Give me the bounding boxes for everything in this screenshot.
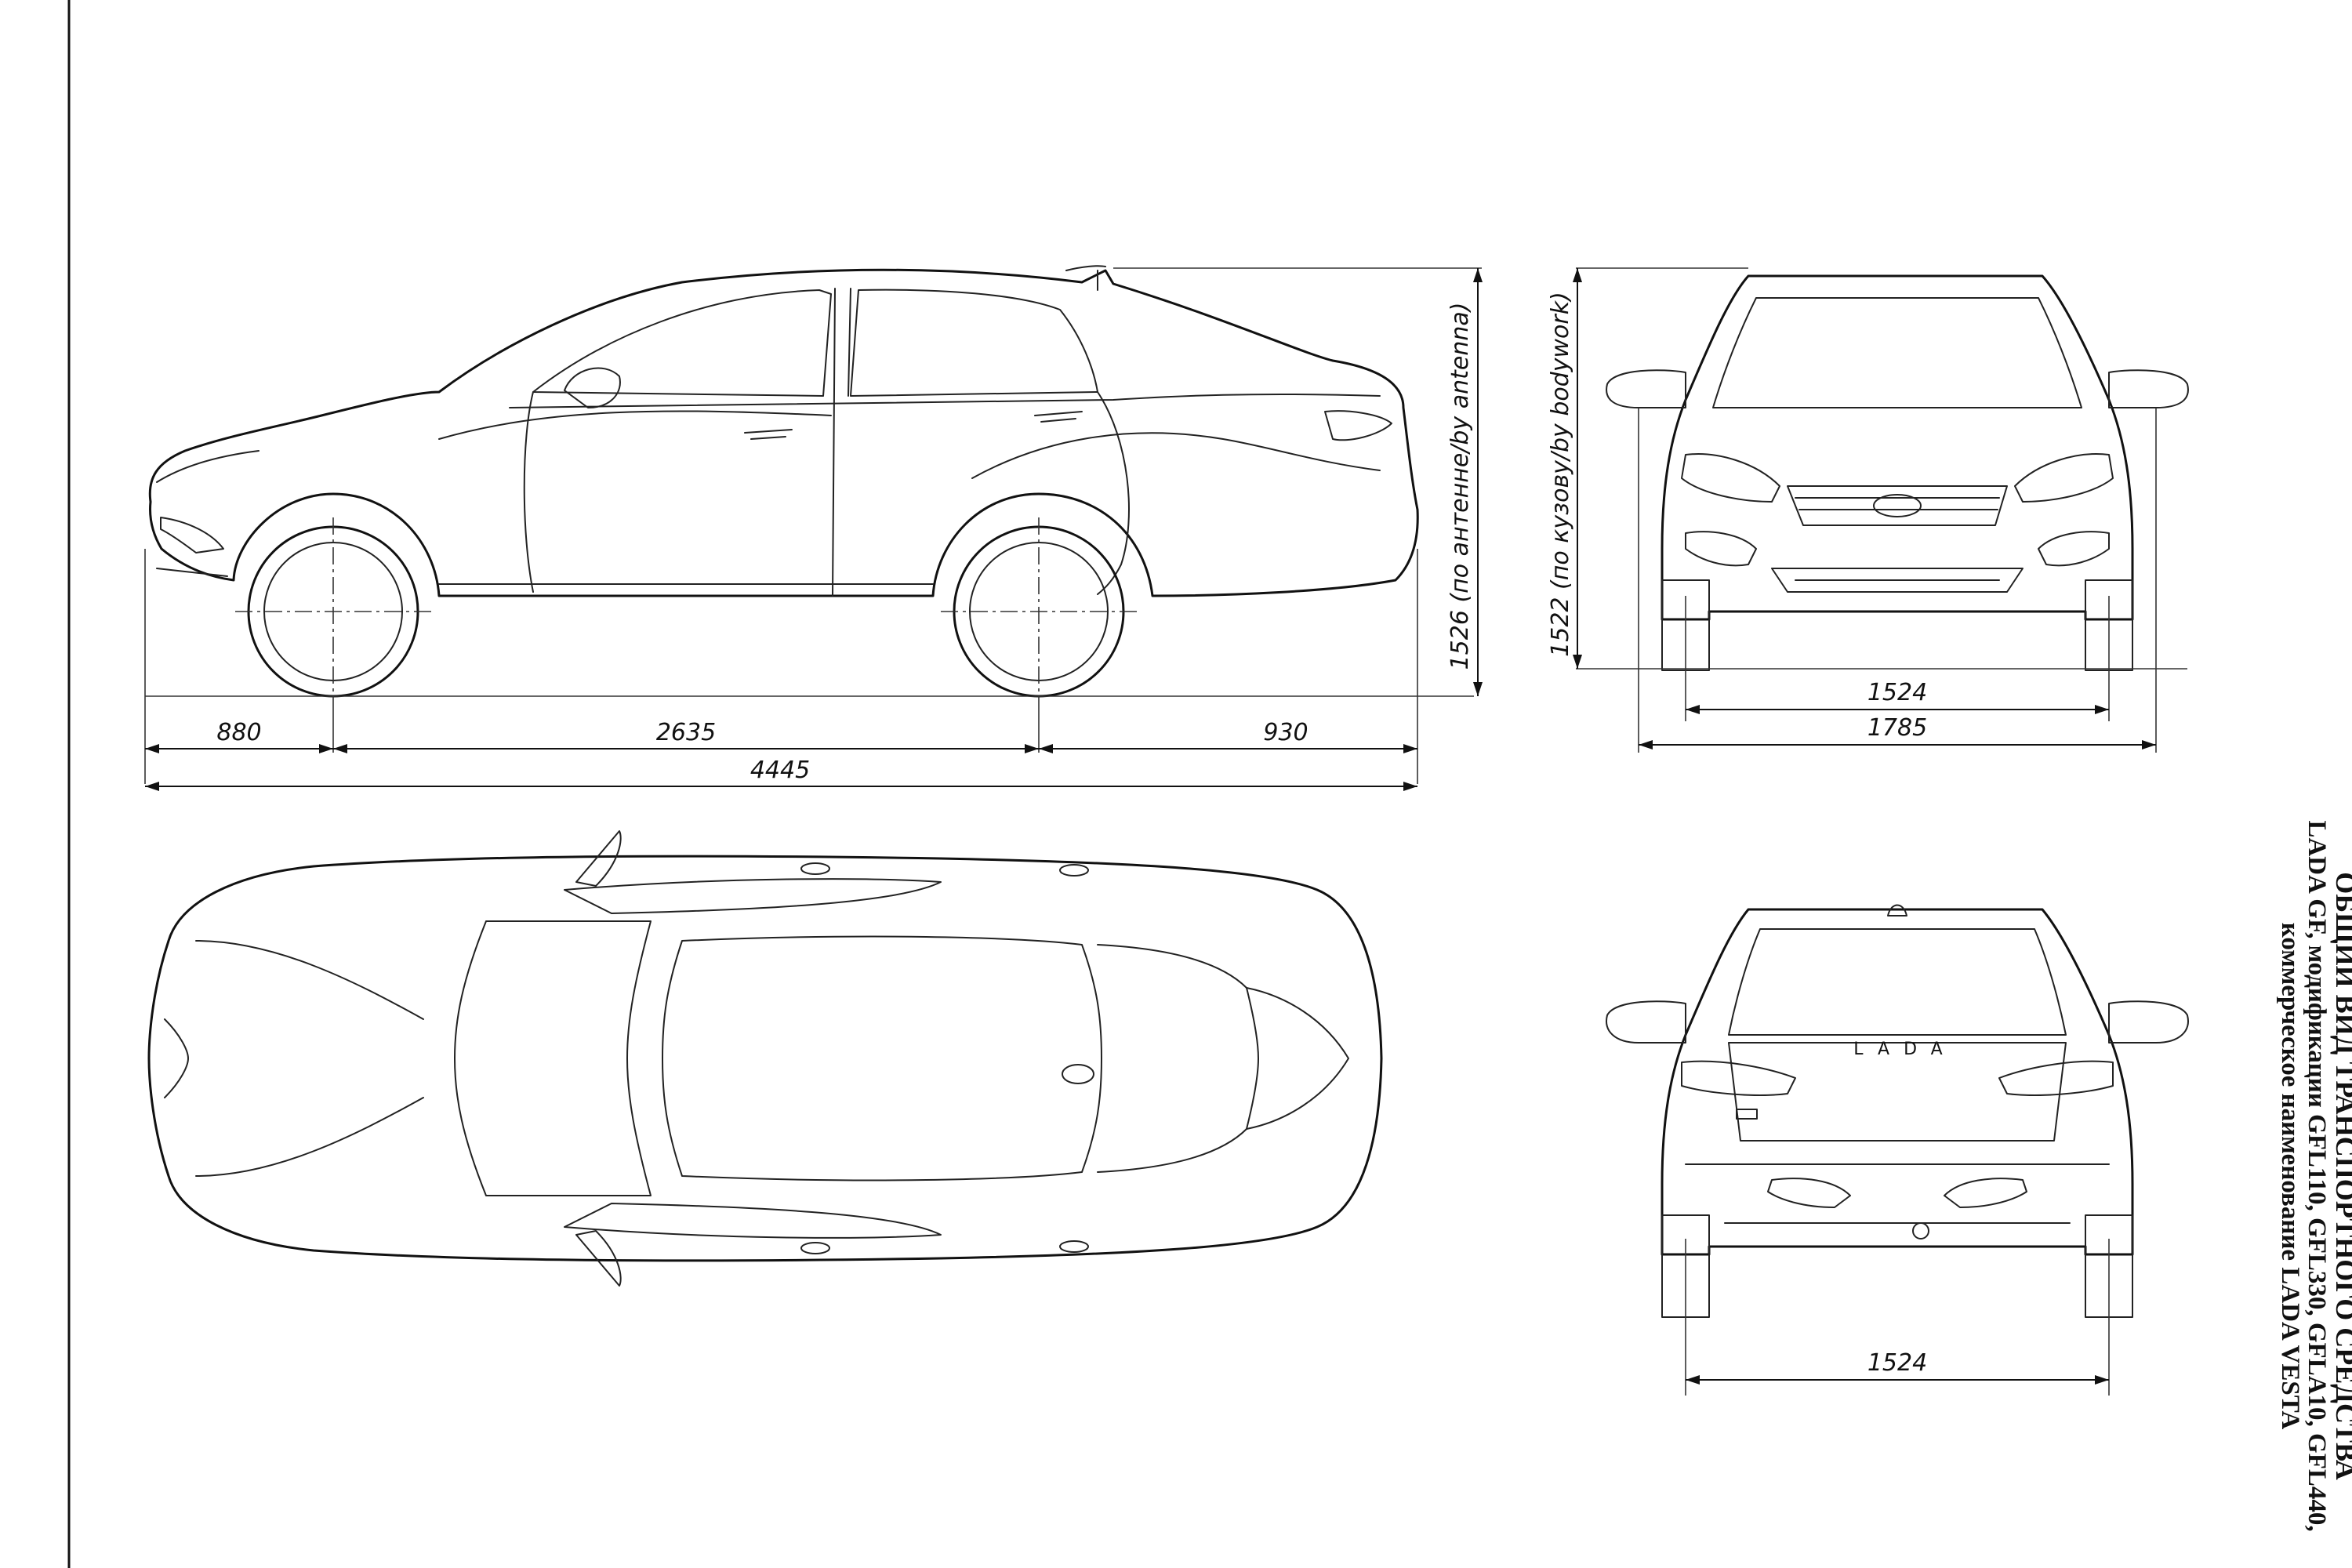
title-line-3: коммерческое наименование LADA VESTA — [2275, 922, 2304, 1430]
dim-overall-width: 1785 — [1867, 714, 1927, 742]
dim-overall-length: 4445 — [750, 757, 810, 784]
dim-height-bodywork: 1522 (по кузову/by bodywork) — [1547, 292, 1574, 657]
rear-brand-badge: LADA — [1853, 1040, 1956, 1059]
title-line-1: ОБЩИЙ ВИД ТРАНСПОРТНОГО СРЕДСТВА — [2330, 872, 2352, 1480]
dim-height-antenna: 1526 (по антенне/by antenna) — [1446, 303, 1474, 670]
dim-wheelbase: 2635 — [656, 719, 716, 746]
top-view-drawing — [147, 830, 1383, 1287]
title-line-2: LADA GF, модификации GFL110, GFL330, GFL… — [2303, 820, 2332, 1532]
dim-front-overhang: 880 — [216, 719, 261, 746]
rear-view-dimensions: 1524 — [1686, 1349, 2109, 1385]
front-view-drawing — [1576, 267, 2189, 753]
dim-rear-track: 1524 — [1867, 1349, 1927, 1377]
rear-view-drawing: LADA — [1606, 904, 2189, 1396]
front-view-dimensions: 1522 (по кузову/by bodywork) 1524 1785 — [1547, 268, 2156, 750]
dim-front-track: 1524 — [1867, 679, 1927, 706]
dim-rear-overhang: 930 — [1263, 719, 1308, 746]
side-view-dimensions: 880 2635 930 4445 1526 (по антенне/by an… — [145, 268, 1483, 791]
side-view-drawing — [144, 265, 1482, 784]
